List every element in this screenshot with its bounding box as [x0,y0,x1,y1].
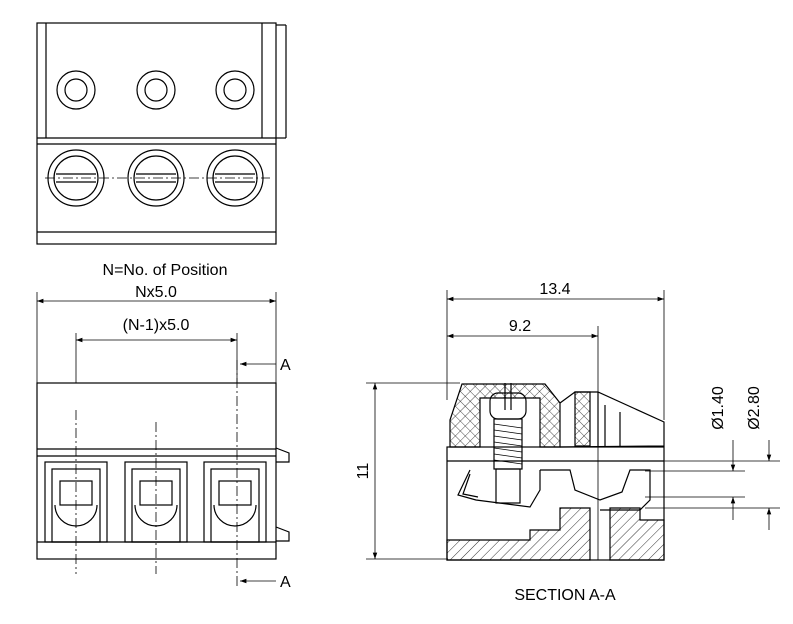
dim-depth-inner: 9.2 [509,318,531,335]
wire-hole-3 [215,70,255,110]
screw-head-2 [127,149,185,207]
dim-dia-small: Ø1.40 [710,386,727,430]
positions-note: N=No. of Position [103,262,228,279]
screw-head-3 [206,149,264,207]
screw-head-1 [47,149,105,207]
wire-opening-3 [203,461,267,543]
screw-section [489,383,527,504]
dim-total-width: Nx5.0 [135,284,177,301]
dim-height: 11 [355,463,372,480]
section-mark-top: A [280,357,291,374]
wire-hole-2 [136,70,176,110]
dim-depth: 13.4 [539,281,570,298]
front-view: Nx5.0 (N-1)x5.0 [36,284,291,591]
dim-dia-large: Ø2.80 [746,386,763,430]
top-view [36,22,287,245]
wire-hole-1 [56,70,96,110]
dim-pitch-span: (N-1)x5.0 [123,317,190,334]
section-caption: SECTION A-A [514,587,616,604]
section-mark-bottom: A [280,574,291,591]
section-view: 13.4 9.2 11 [355,281,780,561]
